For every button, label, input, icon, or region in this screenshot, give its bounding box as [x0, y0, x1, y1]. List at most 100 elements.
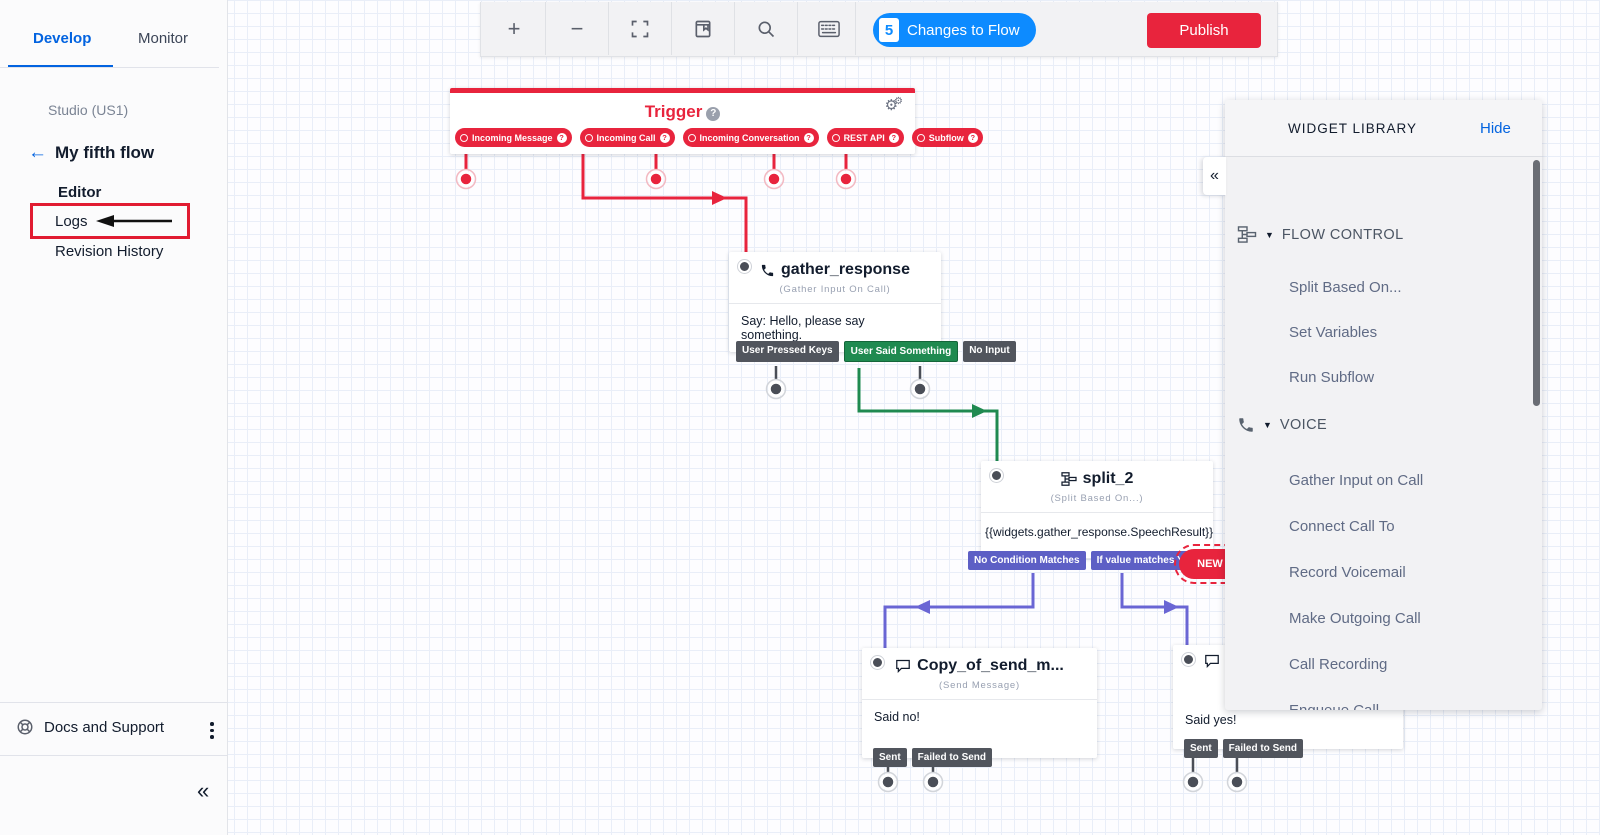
- port-icon: [831, 133, 840, 142]
- chevron-left-double-icon: «: [1210, 167, 1219, 184]
- input-port[interactable]: [990, 469, 1003, 482]
- input-port[interactable]: [738, 260, 751, 273]
- search-icon: [758, 21, 775, 37]
- library-item-run-subflow[interactable]: Run Subflow: [1289, 369, 1375, 386]
- gear-icon[interactable]: ⚙⚙: [884, 96, 903, 114]
- library-section-voice[interactable]: ▼ VOICE: [1237, 416, 1327, 434]
- widget-library-body: ▼ FLOW CONTROL Split Based On... Set Var…: [1225, 158, 1542, 710]
- transition-sent[interactable]: Sent: [873, 748, 907, 767]
- library-item-gather-input-on-call[interactable]: Gather Input on Call: [1289, 472, 1424, 489]
- annotation-arrow: [96, 215, 172, 227]
- search-button[interactable]: [735, 2, 797, 55]
- help-icon[interactable]: ?: [967, 132, 978, 143]
- split-icon: [1237, 226, 1257, 243]
- input-port[interactable]: [871, 656, 884, 669]
- transition-if-value-matches-yes[interactable]: If value matches Yes: [1090, 551, 1201, 570]
- library-item-connect-call-to[interactable]: Connect Call To: [1289, 518, 1395, 535]
- active-tab-indicator: [8, 65, 113, 68]
- tab-develop[interactable]: Develop: [33, 30, 92, 47]
- keyboard-icon: [818, 20, 840, 37]
- help-icon[interactable]: ?: [888, 132, 899, 143]
- hide-library-link[interactable]: Hide: [1480, 119, 1511, 137]
- transition-failed-to-send[interactable]: Failed to Send: [911, 748, 993, 767]
- collapse-sidebar-button[interactable]: «: [197, 778, 210, 803]
- sidebar-item-logs[interactable]: Logs: [55, 213, 88, 230]
- library-item-split-based-on[interactable]: Split Based On...: [1289, 279, 1402, 296]
- book-bookmark-icon: [695, 20, 711, 37]
- widget-title: gather_response: [729, 252, 941, 279]
- sidebar-item-editor[interactable]: Editor: [58, 184, 102, 201]
- widget-type: (Send Message): [939, 680, 1020, 691]
- port-icon: [460, 133, 468, 142]
- transition-failed-to-send[interactable]: Failed to Send: [1222, 739, 1304, 758]
- widget-library-title: WIDGET LIBRARY: [1287, 120, 1418, 136]
- collapse-panel-button[interactable]: «: [1203, 157, 1226, 195]
- library-item-call-recording[interactable]: Call Recording: [1289, 656, 1388, 673]
- help-icon[interactable]: ?: [556, 132, 567, 143]
- widget-title: [1173, 645, 1403, 668]
- library-item-make-outgoing-call[interactable]: Make Outgoing Call: [1289, 610, 1421, 627]
- widget-library-panel: « WIDGET LIBRARY Hide ▼ FLOW CONTROL Spl…: [1203, 100, 1542, 710]
- send-message-icon: [1205, 654, 1219, 668]
- life-buoy-icon: [17, 719, 33, 735]
- zoom-in-button[interactable]: +: [507, 15, 521, 41]
- divider: [729, 303, 941, 304]
- sidebar-item-revision-history[interactable]: Revision History: [55, 243, 164, 260]
- input-port[interactable]: [1182, 653, 1195, 666]
- widget-type: (Gather Input On Call): [779, 284, 891, 295]
- trigger-widget[interactable]: Trigger? ⚙⚙ Incoming Message? Incoming C…: [450, 88, 983, 154]
- transition-tags: Sent Failed to Send: [1184, 739, 1304, 758]
- studio-region-label: Studio (US1): [48, 102, 129, 118]
- trigger-accent-bar: [450, 88, 915, 93]
- widget-gather-response[interactable]: gather_response (Gather Input On Call) S…: [729, 252, 1016, 362]
- help-icon[interactable]: ?: [706, 107, 721, 121]
- changes-to-flow-button[interactable]: 5 Changes to Flow: [873, 13, 1036, 47]
- library-book-button[interactable]: [672, 2, 734, 55]
- help-icon[interactable]: ?: [659, 132, 670, 143]
- trigger-pill-incoming-conversation[interactable]: Incoming Conversation?: [682, 128, 819, 147]
- transition-sent[interactable]: Sent: [1184, 739, 1218, 758]
- back-arrow-icon[interactable]: ←: [28, 142, 47, 163]
- tab-monitor[interactable]: Monitor: [138, 30, 189, 47]
- phone-icon: [1239, 418, 1253, 432]
- trigger-pill-incoming-message[interactable]: Incoming Message?: [455, 128, 572, 147]
- transition-no-input[interactable]: No Input: [963, 341, 1016, 362]
- fit-to-screen-button[interactable]: [609, 2, 671, 55]
- widget-copy-of-send-message[interactable]: Copy_of_send_m... (Send Message) Said no…: [862, 648, 1097, 767]
- chevron-down-icon: ▼: [1265, 229, 1274, 240]
- widget-library-header: WIDGET LIBRARY Hide: [1225, 100, 1542, 157]
- scrollbar-thumb[interactable]: [1533, 160, 1540, 406]
- keyboard-shortcuts-button[interactable]: [798, 2, 860, 55]
- divider: [981, 512, 1213, 513]
- divider: [0, 67, 219, 68]
- widget-type: (Split Based On...): [1050, 493, 1144, 504]
- trigger-pill-incoming-call[interactable]: Incoming Call?: [579, 128, 675, 147]
- transition-tags: Sent Failed to Send: [873, 748, 993, 767]
- library-section-flow-control[interactable]: ▼ FLOW CONTROL: [1237, 226, 1404, 243]
- widget-split-2[interactable]: split_2 (Split Based On...) {{widgets.ga…: [968, 461, 1246, 584]
- fit-to-screen-icon: [631, 20, 649, 37]
- transition-tags: User Pressed Keys User Said Something No…: [736, 341, 1016, 362]
- annotation-highlight-box: [30, 203, 190, 239]
- trigger-pill-rest-api[interactable]: REST API?: [826, 128, 904, 147]
- left-sidebar: Develop Monitor Studio (US1) ← My fifth …: [0, 0, 228, 835]
- trigger-pill-subflow[interactable]: Subflow?: [911, 128, 983, 147]
- library-item-enqueue-call[interactable]: Enqueue Call: [1289, 701, 1379, 710]
- transition-user-pressed-keys[interactable]: User Pressed Keys: [736, 341, 839, 362]
- overflow-menu-icon[interactable]: [204, 720, 220, 741]
- docs-and-support[interactable]: Docs and Support: [16, 718, 164, 736]
- port-icon: [584, 133, 593, 142]
- library-item-set-variables[interactable]: Set Variables: [1289, 324, 1378, 341]
- divider: [0, 755, 227, 756]
- help-icon[interactable]: ?: [803, 132, 814, 143]
- phone-icon: [761, 264, 774, 276]
- library-item-record-voicemail[interactable]: Record Voicemail: [1289, 564, 1406, 581]
- publish-button[interactable]: Publish: [1147, 13, 1261, 48]
- transition-no-condition-matches[interactable]: No Condition Matches: [968, 551, 1086, 570]
- transition-user-said-something[interactable]: User Said Something: [843, 341, 959, 362]
- widget-title: split_2: [981, 461, 1213, 488]
- widget-body: {{widgets.gather_response.SpeechResult}}: [985, 525, 1214, 539]
- zoom-out-button[interactable]: −: [570, 15, 584, 41]
- widget-body: Said yes!: [1185, 713, 1237, 727]
